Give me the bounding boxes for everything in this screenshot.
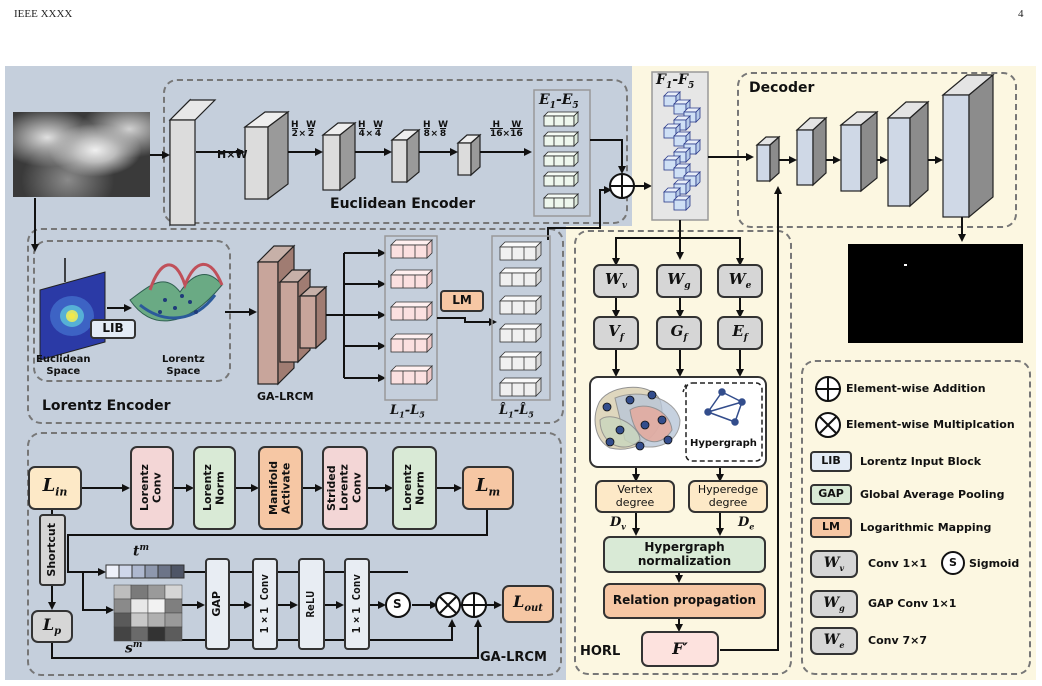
op-lorentz-norm-2: Lorentz Norm — [392, 446, 437, 530]
hypergraph-label: Hypergraph — [690, 438, 757, 449]
output-mask — [848, 244, 1023, 343]
decoder-label: Decoder — [749, 80, 815, 96]
dv-label: Dv — [610, 515, 626, 532]
legend-mul-text: Element-wise Multiplcation — [846, 418, 1015, 431]
op-lorentz-norm-1: Lorentz Norm — [193, 446, 236, 530]
euclidean-arrows — [150, 148, 532, 159]
ef-block: Ef — [717, 316, 763, 350]
conv1-block: 1×1 Conv — [252, 558, 278, 650]
dim-hw: H×W — [217, 148, 248, 161]
graph-illustration — [704, 388, 746, 426]
input-image — [13, 112, 150, 197]
l-p-block: Lp — [31, 610, 73, 643]
vf-block: Vf — [593, 316, 639, 350]
f-prime-block: F′ — [641, 631, 719, 667]
sm-label: sm — [125, 640, 143, 657]
legend-add-text: Element-wise Addition — [846, 382, 986, 395]
legend-gap-text: Global Average Pooling — [860, 488, 1005, 501]
op-manifold-activate: Manifold Activate — [258, 446, 303, 530]
wg-block: Wg — [656, 264, 702, 298]
sm-grid — [113, 584, 183, 642]
paper-header-left: IEEE XXXX — [14, 8, 73, 20]
l-out-block: Lout — [502, 585, 554, 623]
tm-label: tm — [133, 543, 149, 560]
legend-wv: Wv — [810, 550, 858, 578]
legend-lm: LM — [810, 517, 852, 538]
lhat-features-label: L̂1-L̂5 — [499, 403, 534, 420]
sigmoid-symbol: S — [393, 597, 402, 611]
legend-wg: Wg — [810, 590, 858, 618]
lorentz-encoder-frame — [27, 228, 564, 424]
page-number: 4 — [1018, 8, 1024, 20]
legend-we: We — [810, 627, 858, 655]
legend-gap: GAP — [810, 484, 852, 505]
f-features-label: F1-F5 — [656, 72, 695, 91]
legend-lib-text: Lorentz Input Block — [860, 455, 982, 468]
tm-bar — [105, 564, 185, 579]
horl-frame — [574, 230, 792, 675]
hypergraph-illustration — [594, 386, 681, 451]
op-strided-lorentz-conv: Strided Lorentz Conv — [322, 446, 368, 530]
lib-block: LIB — [90, 319, 136, 339]
l-features-label: L1-L5 — [390, 403, 425, 420]
galrcm-layers — [256, 244, 328, 386]
legend-lm-text: Logarithmic Mapping — [860, 521, 992, 534]
decoder-frame — [737, 72, 1017, 228]
legend-we-text: Conv 7×7 — [868, 634, 927, 647]
de-label: De — [738, 515, 755, 532]
op-lorentz-conv: Lorentz Conv — [130, 446, 174, 530]
relation-propagation-block: Relation propagation — [603, 583, 766, 619]
euclidean-encoder-label: Euclidean Encoder — [330, 196, 476, 212]
conv2-block: 1×1 Conv — [344, 558, 370, 650]
legend-wg-text: GAP Conv 1×1 — [868, 597, 957, 610]
decoder-layers — [755, 73, 995, 219]
legend-frame — [801, 360, 1031, 675]
euclidean-layers — [168, 98, 482, 227]
galrcm-module-label: GA-LRCM — [480, 650, 547, 665]
lorentz-encoder-label: Lorentz Encoder — [42, 398, 171, 414]
legend-sigmoid-text: Sigmoid — [969, 557, 1020, 570]
horl-label: HORL — [580, 644, 621, 659]
galrcm-frame — [27, 432, 562, 676]
wv-block: Wv — [593, 264, 639, 298]
galrcm-label: GA-LRCM — [257, 390, 314, 403]
l-in-block: Lin — [28, 466, 82, 510]
gap-block: GAP — [205, 558, 230, 650]
lorentz-space-surface — [129, 262, 224, 322]
relu-block: ReLU — [298, 558, 325, 650]
legend-lib: LIB — [810, 451, 852, 472]
we-block: We — [717, 264, 763, 298]
shortcut-block: Shortcut — [39, 514, 66, 586]
legend-sigmoid-symbol: S — [949, 556, 957, 569]
e-features-label: E1-E5 — [539, 92, 579, 111]
euclidean-space-heatmap — [39, 271, 106, 361]
gf-block: Gf — [656, 316, 702, 350]
l-m-block: Lm — [462, 466, 514, 510]
legend-wv-text: Conv 1×1 — [868, 557, 927, 570]
lm-block: LM — [440, 290, 484, 312]
